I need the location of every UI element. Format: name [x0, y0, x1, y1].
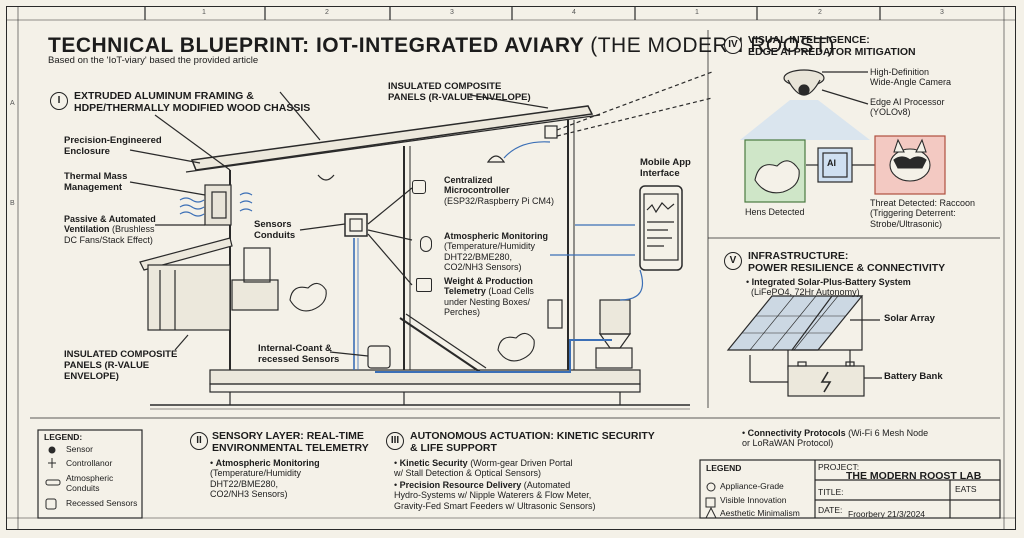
- title-block-date-label: DATE:: [818, 505, 843, 515]
- ruler-mark: 1: [695, 9, 699, 16]
- legend-item-recessed: Recessed Sensors: [66, 498, 138, 508]
- legend-item-visible: Visible Innovation: [720, 495, 787, 505]
- section-2-title: SENSORY LAYER: REAL-TIME ENVIRONMENTAL T…: [212, 430, 369, 455]
- title-block-eats-label: EATS: [955, 484, 977, 494]
- label-solar-array: Solar Array: [884, 313, 935, 324]
- label-connectivity-bold: Connectivity Protocols: [747, 428, 846, 438]
- label-ventilation-bold: Passive & Automated Ventilation: [64, 214, 156, 235]
- label-weight: Weight & Production Telemetry (Load Cell…: [444, 276, 534, 317]
- ruler-mark: 3: [940, 9, 944, 16]
- label-battery-bank: Battery Bank: [884, 371, 943, 382]
- label-ventilation: Passive & Automated Ventilation (Brushle…: [64, 214, 156, 245]
- label-centralized-rest: (ESP32/Raspberry Pi CM4): [444, 195, 555, 206]
- section-3-title: AUTONOMOUS ACTUATION: KINETIC SECURITY &…: [410, 430, 655, 455]
- label-precision-enclosure: Precision-Engineered Enclosure: [64, 135, 162, 157]
- ruler-mark: 1: [202, 9, 206, 16]
- section-3-item-2: • Precision Resource Delivery (Automated…: [394, 480, 596, 511]
- label-weight-bold: Weight & Production Telemetry: [444, 276, 533, 297]
- ai-chip-label: AI: [827, 158, 836, 168]
- ruler-mark: 2: [818, 9, 822, 16]
- label-hens-detected: Hens Detected: [745, 207, 805, 217]
- legend-item-conduits: Atmospheric Conduits: [66, 473, 114, 493]
- label-connectivity: • Connectivity Protocols (Wi-Fi 6 Mesh N…: [742, 428, 929, 449]
- s3-item1-rest: (Worm-gear Driven Portal w/ Stall Detect…: [394, 458, 573, 479]
- title-block-title-label: TITLE:: [818, 487, 844, 497]
- s3-item1-bold: Kinetic Security: [399, 458, 468, 468]
- label-centralized-bold: Centralized Microcontroller: [444, 175, 510, 196]
- microcontroller-icon: [412, 180, 426, 194]
- page-subtitle: Based on the 'IoT-viary' based the provi…: [48, 55, 259, 66]
- blueprint-frame: [6, 6, 1016, 530]
- scale-icon: [416, 278, 432, 292]
- ruler-mark: A: [10, 100, 15, 107]
- title-block-date-value: Froorbery 21/3/2024: [848, 509, 926, 519]
- legend-left-title: LEGEND:: [44, 432, 83, 442]
- ruler-mark: 3: [450, 9, 454, 16]
- page-title-main: TECHNICAL BLUEPRINT: IOT-INTEGRATED AVIA…: [48, 34, 591, 57]
- ruler-mark: 2: [325, 9, 329, 16]
- s2-item-bold: Atmospheric Monitoring: [215, 458, 320, 468]
- label-threat-detected: Threat Detected: Raccoon (Triggering Det…: [870, 198, 976, 229]
- label-insulated-panels-top: INSULATED COMPOSITE PANELS (R-VALUE ENVE…: [388, 81, 531, 103]
- legend-item-aesthetic: Aesthetic Minimalism: [720, 508, 800, 518]
- label-internal-recessed: Internal-Coant & recessed Sensors: [258, 343, 340, 365]
- label-insulated-panels-bottom: INSULATED COMPOSITE PANELS (R-VALUE ENVE…: [64, 349, 178, 382]
- s3-item2-rest: (Automated Hydro-Systems w/ Nipple Water…: [394, 480, 596, 511]
- label-ventilation-rest: (Brushless DC Fans/Stack Effect): [64, 224, 155, 245]
- label-solar-system: • Integrated Solar-Plus-Battery System (…: [746, 277, 911, 298]
- label-mobile-app: Mobile App Interface: [640, 157, 691, 179]
- label-connectivity-rest: (Wi-Fi 6 Mesh Node or LoRaWAN Protocol): [742, 428, 929, 449]
- page-title: TECHNICAL BLUEPRINT: IOT-INTEGRATED AVIA…: [48, 34, 835, 58]
- label-weight-rest: (Load Cells under Nesting Boxes/ Perches…: [444, 286, 534, 318]
- title-block-project-label: PROJECT:: [818, 462, 860, 472]
- label-edge-ai: Edge AI Processor (YOLOv8): [870, 97, 945, 118]
- title-block-project-value: THE MODERN ROOST LAB: [846, 470, 982, 482]
- label-solar-bold: Integrated Solar-Plus-Battery System: [751, 277, 911, 287]
- s2-item-rest: (Temperature/Humidity DHT22/BME280, CO2/…: [210, 468, 302, 500]
- section-4-number: IV: [724, 36, 742, 54]
- legend-item-sensor: Sensor: [66, 444, 93, 454]
- section-2-item: • Atmospheric Monitoring (Temperature/Hu…: [210, 458, 320, 500]
- label-atmos-bold: Atmospheric Monitoring: [444, 231, 548, 241]
- legend-item-controller: Controllanor: [66, 458, 113, 468]
- section-5-number: V: [724, 252, 742, 270]
- label-centralized-mc: Centralized Microcontroller(ESP32/Raspbe…: [444, 175, 554, 206]
- page-title-thin: (THE MODERN ROOST): [590, 34, 835, 57]
- section-3-number: III: [386, 432, 404, 450]
- section-2-number: II: [190, 432, 208, 450]
- section-5-title: INFRASTRUCTURE: POWER RESILIENCE & CONNE…: [748, 250, 946, 275]
- thermometer-icon: [420, 236, 432, 252]
- section-4-title: VISUAL INTELLIGENCE: EDGE AI PREDATOR MI…: [748, 34, 916, 59]
- label-hd-camera: High-Definition Wide-Angle Camera: [870, 67, 952, 88]
- legend-right-title: LEGEND: [706, 463, 742, 473]
- ruler-mark: 4: [572, 9, 576, 16]
- ruler-mark: B: [10, 200, 15, 207]
- section-1-title: EXTRUDED ALUMINUM FRAMING & HDPE/THERMAL…: [74, 90, 311, 115]
- section-1-number: I: [50, 92, 68, 110]
- section-3-item-1: • Kinetic Security (Worm-gear Driven Por…: [394, 458, 573, 479]
- label-thermal-mass: Thermal Mass Management: [64, 171, 128, 193]
- s3-item2-bold: Precision Resource Delivery: [399, 480, 522, 490]
- label-solar-rest: (LiFePO4, 72Hr Autonomy): [751, 287, 860, 298]
- legend-item-appliance: Appliance-Grade: [720, 481, 784, 491]
- label-atmospheric: Atmospheric Monitoring(Temperature/Humid…: [444, 231, 548, 272]
- label-sensors-conduits: Sensors Conduits: [254, 219, 296, 241]
- label-atmos-rest: (Temperature/Humidity DHT22/BME280, CO2/…: [444, 241, 536, 273]
